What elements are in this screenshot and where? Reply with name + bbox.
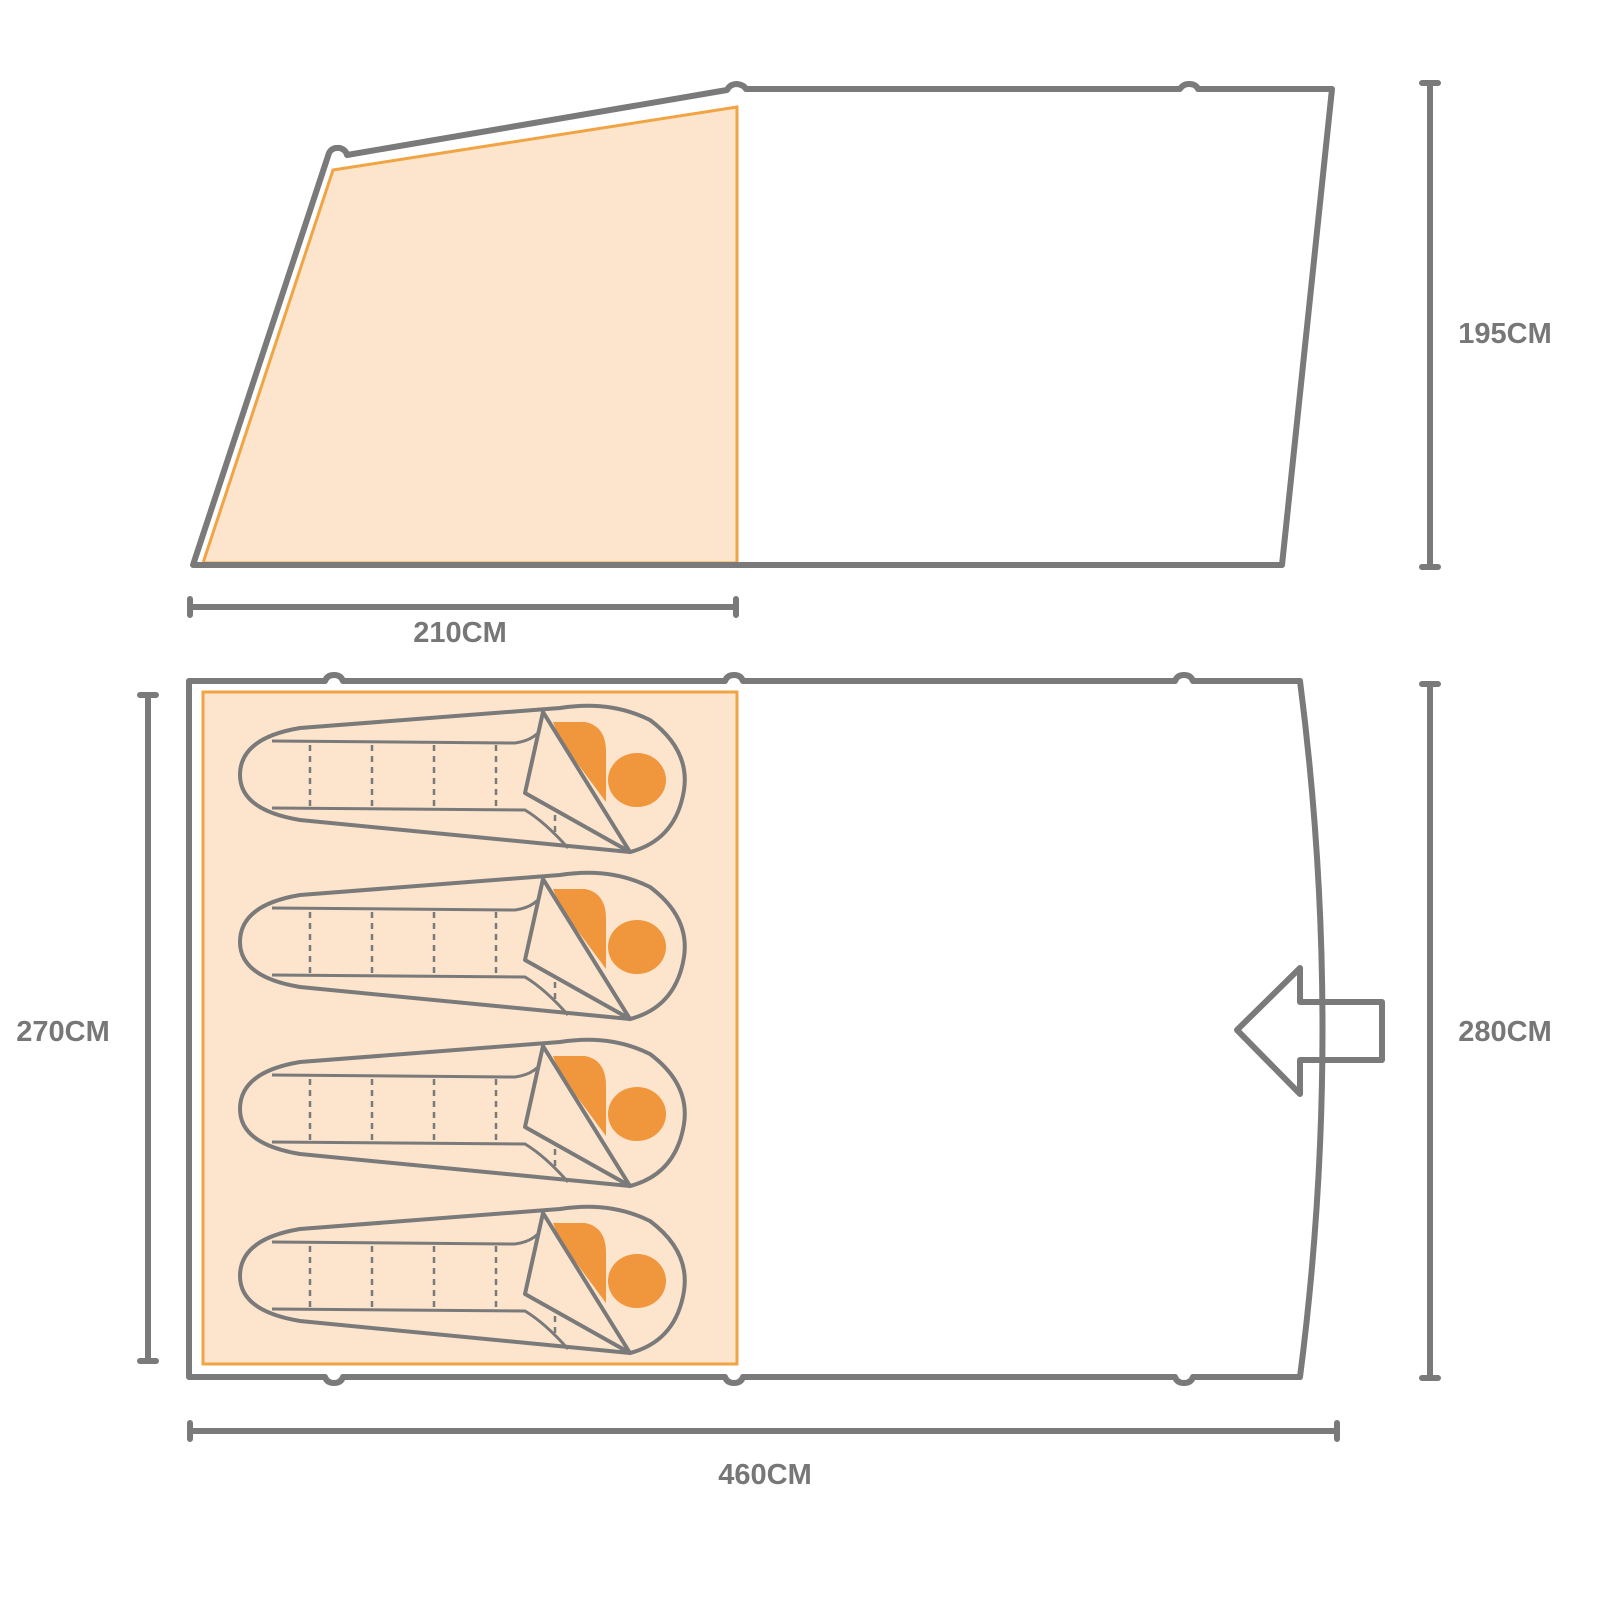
bedroom-side-area: [200, 105, 739, 565]
total-length-label: 460CM: [718, 1459, 812, 1491]
height-label: 195CM: [1458, 318, 1552, 350]
height-dimension-line: [1419, 80, 1441, 570]
sleeping-width-dimension-line: [137, 692, 159, 1364]
sleeping-width-label: 270CM: [16, 1016, 110, 1048]
tent-side-view: [190, 81, 1335, 568]
dimension-lines: [137, 80, 1441, 1442]
tent-floor-outline: [186, 672, 1326, 1386]
tent-floor-plan: [186, 672, 1385, 1386]
tent-side-outline: [190, 81, 1335, 568]
sleeping-length-label: 210CM: [413, 617, 507, 649]
total-width-dimension-line: [1419, 681, 1441, 1381]
total-width-label: 280CM: [1458, 1016, 1552, 1048]
total-length-dimension-line: [187, 1420, 1340, 1442]
entrance-arrow-icon: [1234, 965, 1385, 1097]
sleeping-length-dimension-line: [187, 596, 739, 618]
